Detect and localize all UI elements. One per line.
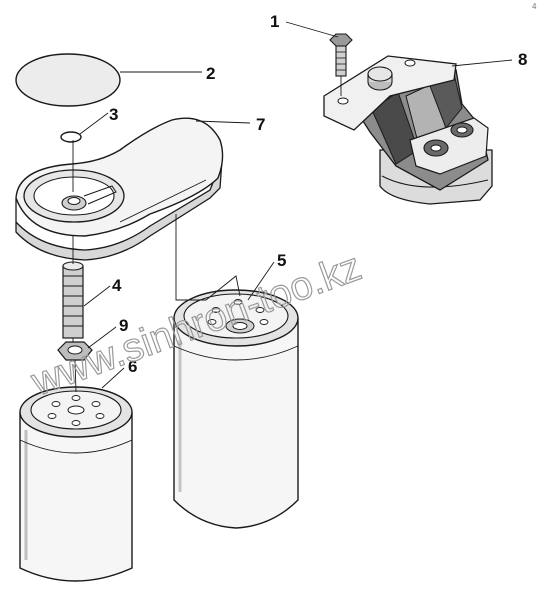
part-cover-disc — [15, 53, 121, 107]
part-spin-on-filter-right — [173, 289, 299, 529]
leader-8 — [451, 59, 513, 67]
part-mounting-bracket — [323, 55, 493, 205]
callout-8: 8 — [518, 50, 527, 69]
part-threaded-nipple — [62, 261, 84, 339]
leader-4 — [83, 285, 111, 307]
corner-mark: 4 — [532, 2, 537, 11]
assembly-centerlines — [72, 76, 342, 393]
part-hex-nut — [57, 341, 93, 361]
leader-7 — [195, 120, 251, 124]
callout-7: 7 — [256, 115, 265, 134]
callout-numbers: 1 2 3 4 5 6 7 8 9 — [109, 12, 527, 376]
leader-5 — [247, 261, 275, 301]
callout-2: 2 — [206, 64, 215, 83]
callout-4: 4 — [112, 276, 122, 295]
leader-6 — [101, 367, 125, 389]
callout-3: 3 — [109, 105, 118, 124]
part-filter-housing — [15, 117, 224, 261]
leader-1 — [285, 21, 339, 38]
callout-6: 6 — [128, 357, 137, 376]
leader-9 — [87, 326, 117, 349]
leader-lines — [79, 21, 513, 389]
callout-5: 5 — [277, 251, 286, 270]
part-bolt — [329, 33, 353, 77]
leader-3 — [79, 112, 109, 135]
callout-9: 9 — [119, 316, 128, 335]
callout-1: 1 — [270, 12, 279, 31]
part-o-ring — [60, 131, 82, 143]
part-spin-on-filter-left — [19, 386, 133, 582]
